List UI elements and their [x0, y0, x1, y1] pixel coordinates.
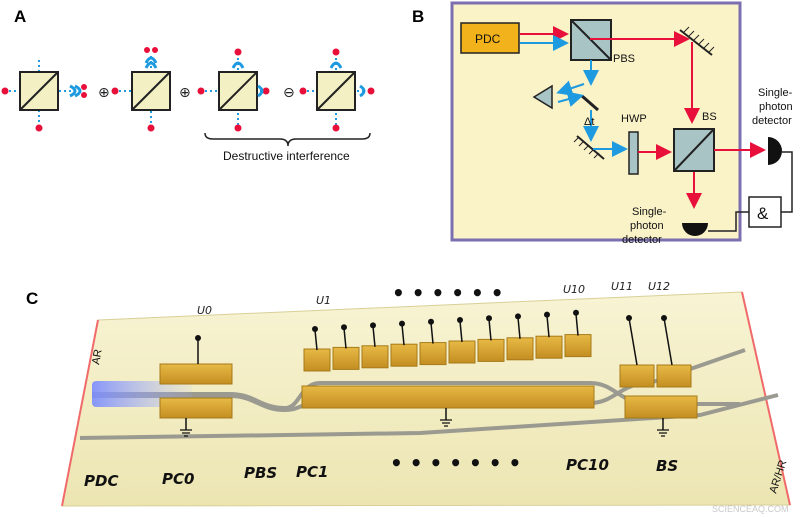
electrode-pad	[477, 338, 505, 362]
electrode-wire	[575, 313, 579, 336]
panel-a: A ⊕ ⊕	[1, 7, 375, 163]
destructive-interference-brace	[204, 132, 371, 147]
electrode-wire	[517, 317, 521, 339]
mirror-top-right	[679, 26, 715, 56]
electrode-wire	[546, 315, 550, 338]
electrode-pad	[419, 342, 447, 366]
pdc-label: PDC	[475, 32, 501, 46]
label-u11: U11	[611, 280, 633, 293]
electrode-pad	[332, 346, 360, 370]
delay-label: Δt	[584, 116, 594, 128]
beam-splitter-cube-3	[197, 48, 270, 132]
electrode-contact	[515, 313, 521, 320]
label-u10: U10	[563, 283, 585, 296]
panel-c-label: C	[26, 289, 38, 308]
label-u1: U1	[316, 294, 331, 307]
operator-plus-2: ⊕	[179, 85, 191, 101]
label-bs: BS	[656, 457, 678, 475]
coincidence-symbol: &	[757, 204, 769, 223]
electrode-wire	[314, 329, 318, 351]
detector-bottom-line-1: Single-	[632, 206, 667, 218]
electrode-wire	[488, 319, 492, 341]
hwp-label: HWP	[621, 113, 647, 125]
operator-plus-1: ⊕	[98, 85, 110, 101]
electrode-pad	[564, 334, 592, 358]
detector-bottom	[682, 223, 708, 236]
label-top-ellipsis: • • • • • •	[392, 281, 504, 305]
electrode-wire	[401, 324, 405, 346]
label-pc10: PC10	[566, 456, 609, 474]
electrode-contact	[341, 324, 347, 331]
panel-b: B PDC PBS Δt	[412, 1, 793, 246]
electrode-pad	[535, 335, 563, 359]
electrode-wire	[372, 326, 376, 347]
bs-label: BS	[702, 111, 717, 123]
electrode-contact	[399, 320, 405, 327]
operator-minus: ⊖	[283, 85, 295, 101]
electrodes-u11-u12	[619, 315, 698, 437]
label-pc0: PC0	[162, 470, 194, 488]
electrode-contact	[573, 309, 579, 316]
electrodes-u0	[159, 335, 233, 437]
electrode-wire	[459, 320, 463, 343]
hwp-plate	[628, 131, 639, 175]
label-ar: AR	[90, 348, 104, 365]
pdc-box	[460, 22, 520, 54]
label-pc1: PC1	[296, 463, 328, 481]
panel-c: C	[26, 280, 791, 507]
electrode-wire	[343, 328, 347, 349]
mirror-bottom-left	[573, 135, 605, 160]
electrode-pad	[506, 337, 534, 361]
panel-a-label: A	[14, 7, 26, 26]
electrode-contact	[544, 311, 550, 318]
detector-right-line-1: Single-	[758, 87, 793, 99]
electrode-pad	[448, 340, 476, 364]
electrode-pad	[390, 343, 418, 367]
electrode-pad	[303, 348, 331, 372]
electrode-contact	[486, 315, 492, 322]
electrode-pad	[361, 345, 389, 369]
beam-splitter-cube-1	[1, 60, 87, 132]
detector-bottom-line-2: photon	[630, 220, 664, 232]
electrodes-u1-u10	[301, 309, 595, 427]
electrode-wire	[430, 322, 434, 344]
label-u0: U0	[197, 304, 212, 317]
destructive-interference-label: Destructive interference	[223, 149, 350, 163]
electrode-contact	[428, 318, 434, 325]
detector-right-line-3: detector	[752, 115, 792, 127]
pbs-label: PBS	[613, 53, 635, 65]
bs-cube	[673, 128, 715, 172]
beam-splitter-cube-4	[299, 48, 375, 132]
detector-right-line-2: photon	[759, 101, 793, 113]
electrode-contact	[457, 317, 463, 323]
detector-right	[768, 137, 782, 165]
label-u12: U12	[648, 280, 670, 293]
electrode-contact	[370, 322, 376, 329]
label-pbs: PBS	[244, 464, 277, 482]
electrode-contact	[312, 326, 318, 332]
watermark: SCIENCEAQ.COM	[712, 504, 789, 514]
label-bottom-ellipsis: • • • • • • •	[390, 451, 521, 475]
detector-bottom-line-3: detector	[622, 234, 662, 246]
panel-b-label: B	[412, 7, 424, 26]
beam-splitter-cube-2	[111, 47, 172, 132]
delay-line	[532, 80, 599, 142]
label-pdc: PDC	[84, 472, 118, 490]
